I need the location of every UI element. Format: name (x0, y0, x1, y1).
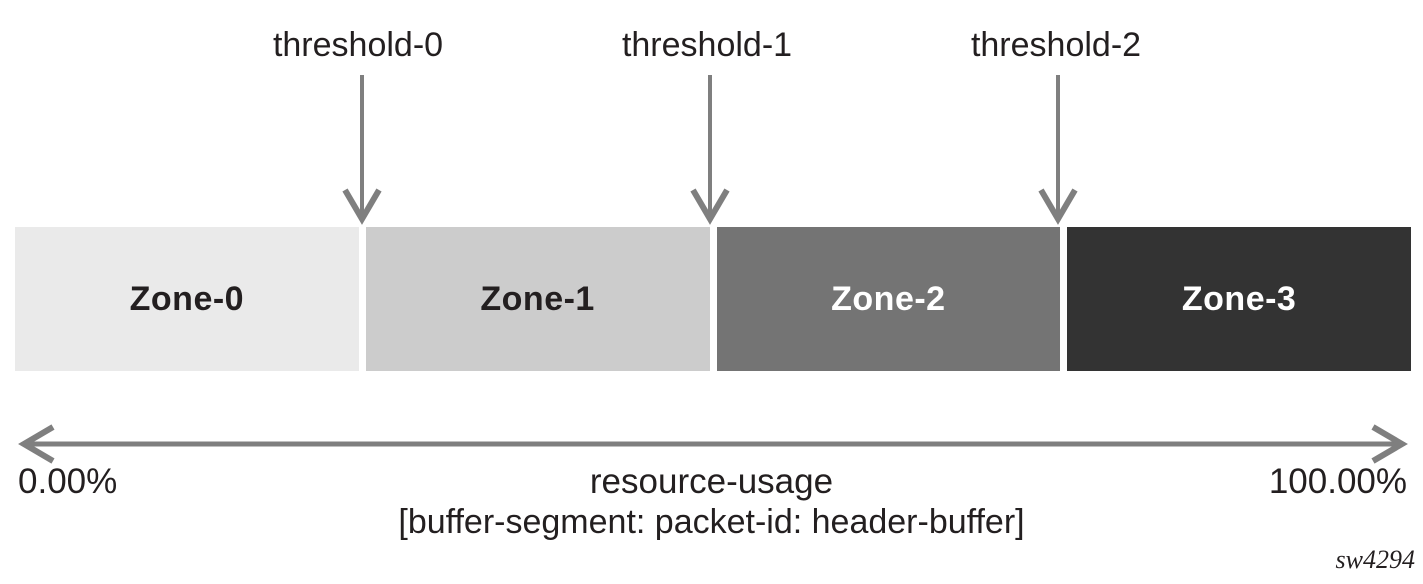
threshold-1-arrow-down-icon (688, 75, 732, 225)
threshold-0-label: threshold-0 (272, 26, 444, 64)
threshold-2-label: threshold-2 (970, 26, 1142, 64)
zone-band: Zone-0 Zone-1 Zone-2 Zone-3 (15, 227, 1411, 371)
threshold-2-arrow-down-icon (1036, 75, 1080, 225)
zone-3-box: Zone-3 (1067, 227, 1411, 371)
zone-1-label: Zone-1 (480, 279, 595, 318)
figure-id-watermark: sw4294 (1335, 545, 1415, 574)
zone-0-box: Zone-0 (15, 227, 359, 371)
zone-3-label: Zone-3 (1181, 279, 1297, 318)
zone-2-label: Zone-2 (831, 279, 946, 318)
threshold-1-label: threshold-1 (621, 26, 793, 64)
zone-2-box: Zone-2 (716, 227, 1061, 371)
axis-max-label: 100.00% (1268, 462, 1407, 501)
axis-title: resource-usage (589, 462, 834, 501)
zone-1-box: Zone-1 (365, 227, 710, 371)
axis-subtitle: [buffer-segment: packet-id: header-buffe… (398, 503, 1025, 541)
zone-0-label: Zone-0 (129, 279, 245, 318)
threshold-0-arrow-down-icon (340, 75, 384, 225)
resource-usage-axis-arrow-icon (17, 424, 1409, 464)
axis-min-label: 0.00% (18, 462, 118, 501)
